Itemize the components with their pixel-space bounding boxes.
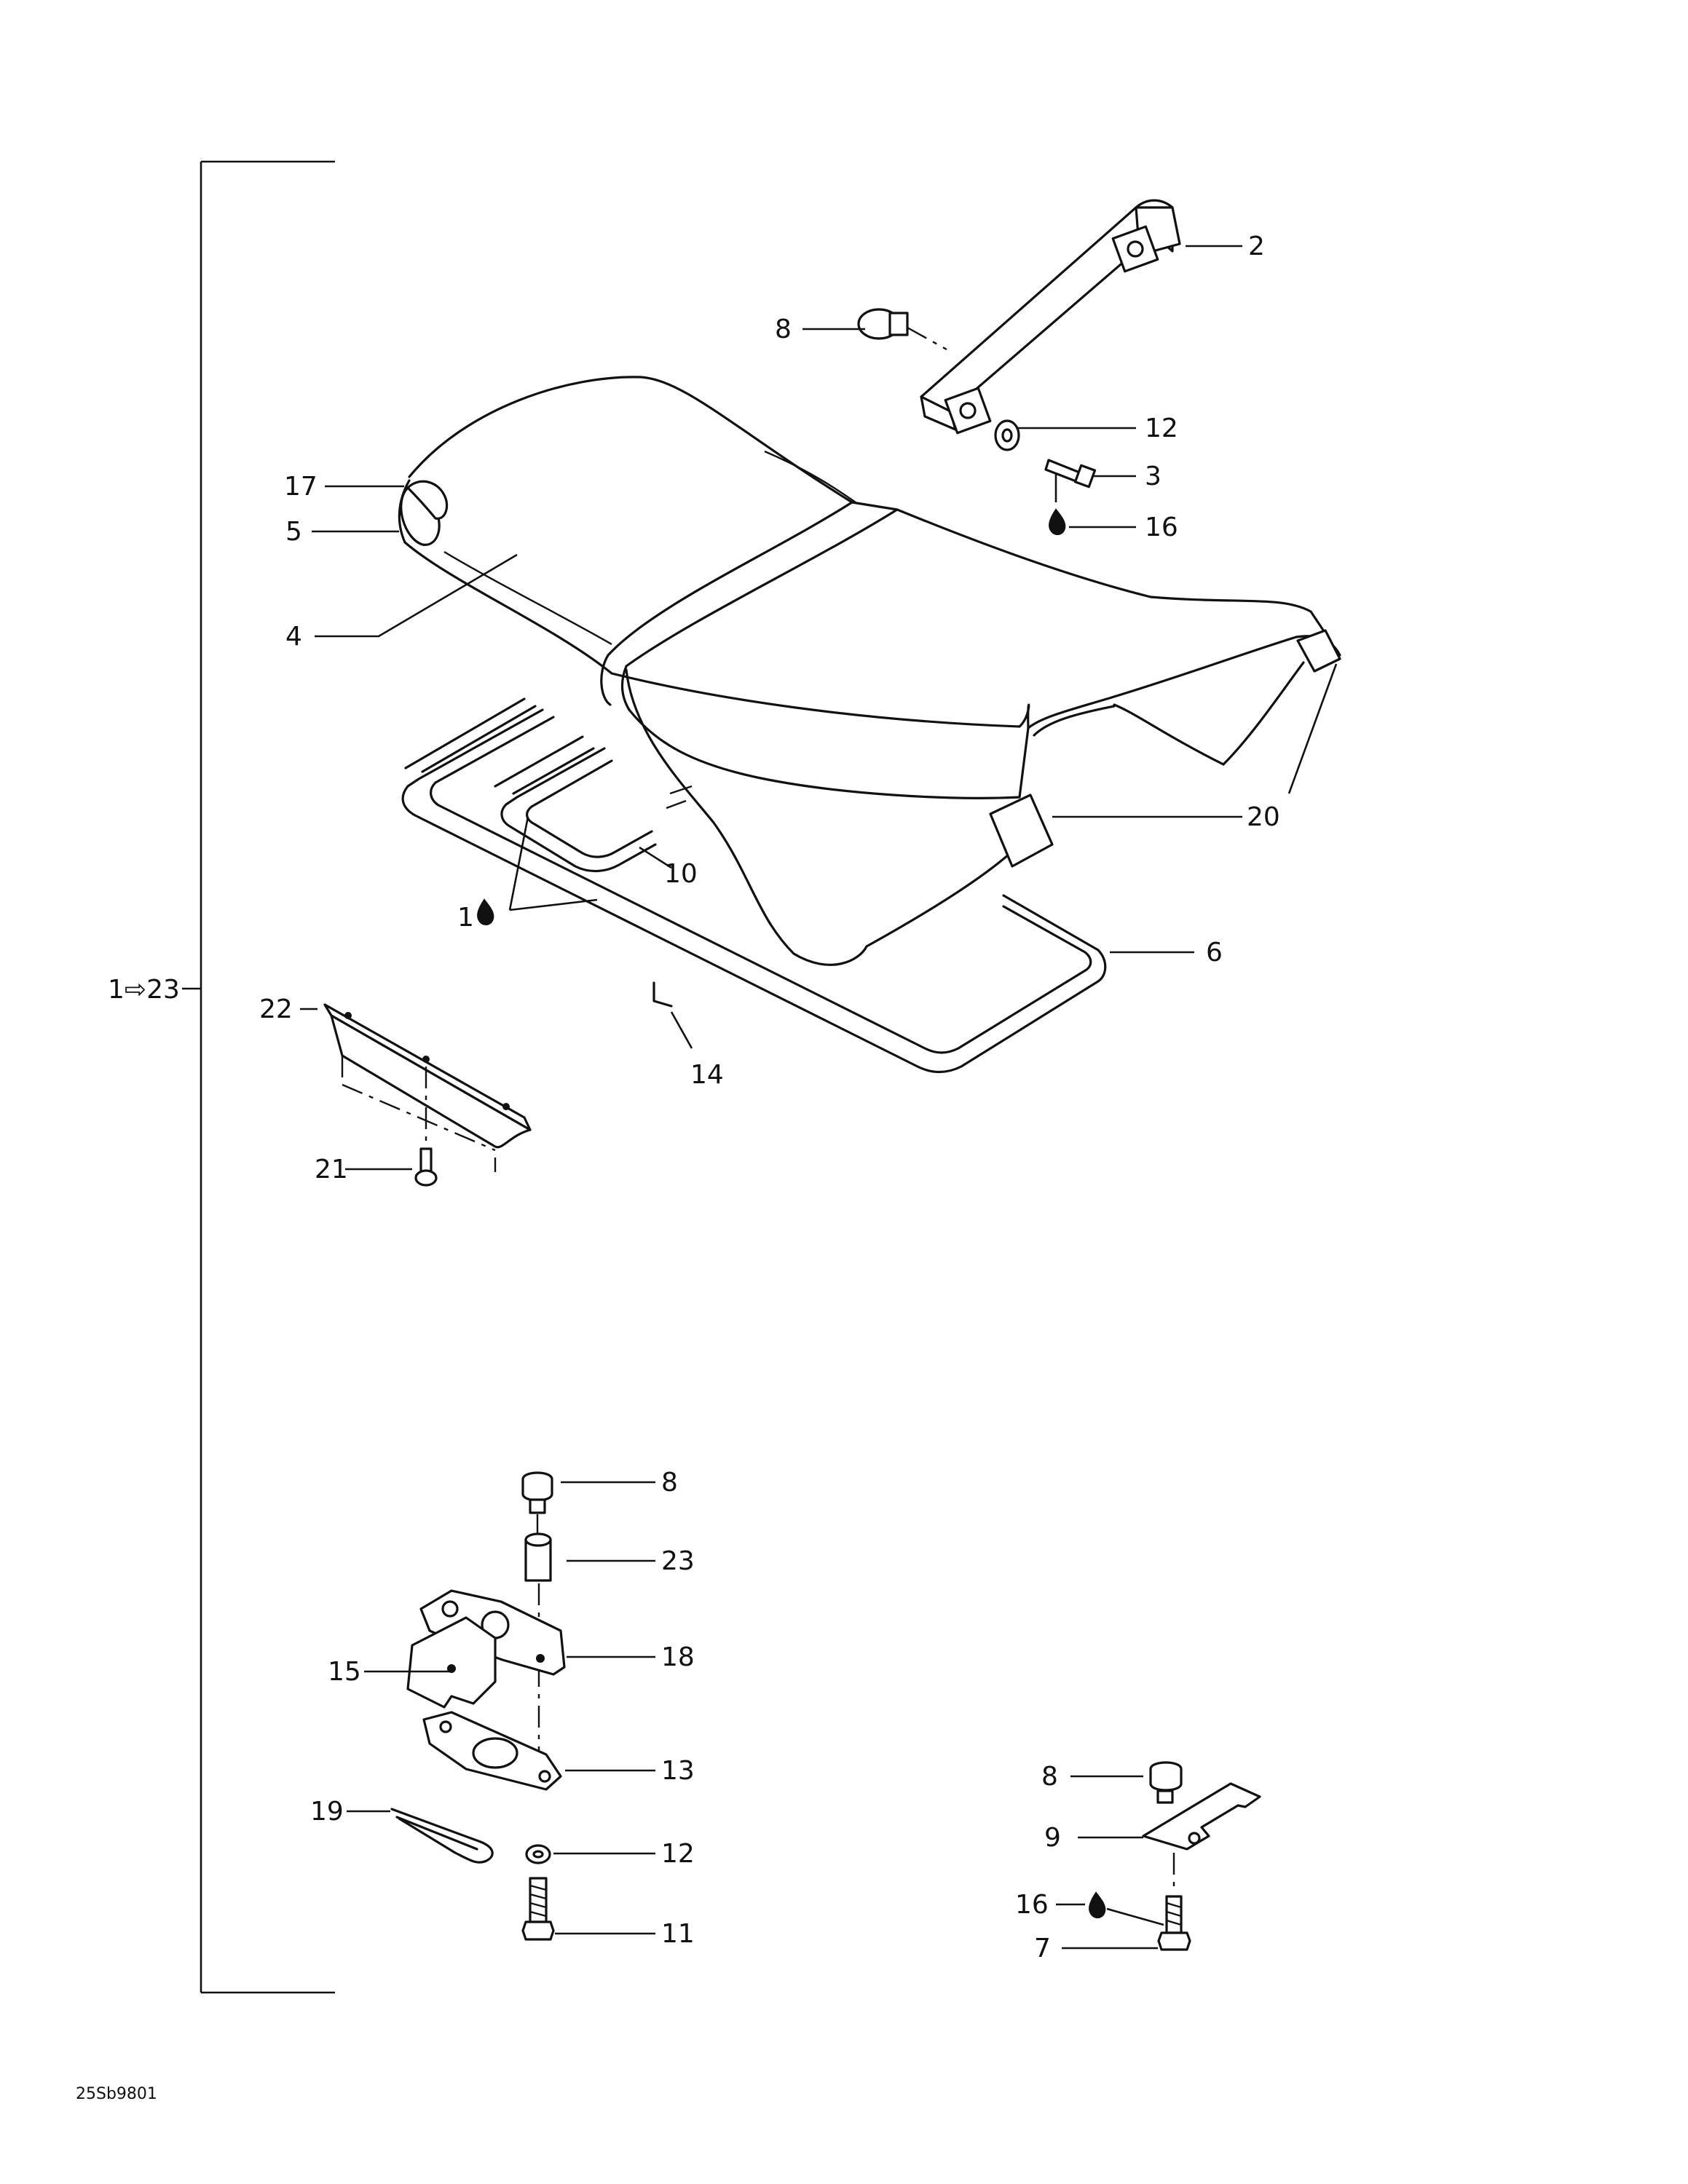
strap <box>400 480 449 546</box>
callout-4: 4 <box>285 622 302 652</box>
drop-icon-16-top <box>1049 508 1066 535</box>
drop-icon-16-right <box>1089 1891 1106 1918</box>
callout-6: 6 <box>1206 938 1223 968</box>
seat-frame <box>401 697 1107 1074</box>
assembly-bracket <box>182 160 335 1994</box>
callout-9: 9 <box>1044 1823 1061 1853</box>
seat <box>398 376 1341 966</box>
screw-top <box>1044 459 1097 502</box>
callout-15: 15 <box>328 1657 361 1687</box>
callout-22: 22 <box>259 994 293 1024</box>
callout-23: 23 <box>661 1546 695 1576</box>
callout-11: 11 <box>661 1919 695 1949</box>
washer-top <box>994 419 1020 451</box>
callout-16-right: 16 <box>1015 1890 1049 1920</box>
callout-3: 3 <box>1145 462 1162 491</box>
callout-17: 17 <box>284 472 318 502</box>
callout-19: 19 <box>310 1797 344 1827</box>
callout-16-top: 16 <box>1145 513 1178 542</box>
drop-icon-1 <box>477 898 494 925</box>
callout-1: 1 <box>457 903 474 933</box>
callout-10: 10 <box>664 859 698 889</box>
clip <box>652 981 673 1008</box>
leader-lines <box>300 245 1338 1950</box>
callout-18: 18 <box>661 1642 695 1672</box>
callout-13: 13 <box>661 1756 695 1786</box>
callout-5: 5 <box>285 517 302 547</box>
callout-12-top: 12 <box>1145 414 1178 443</box>
callout-7: 7 <box>1034 1934 1051 1963</box>
bracket-range-label: 1⇨23 <box>108 975 180 1005</box>
knob-top <box>857 308 947 351</box>
callout-8-top: 8 <box>775 314 792 344</box>
mounting-rail <box>323 1003 532 1172</box>
diagram-code: 25Sb9801 <box>76 2085 157 2103</box>
callout-14: 14 <box>690 1060 724 1090</box>
callout-12-lower: 12 <box>661 1839 695 1869</box>
screw-21 <box>414 1147 438 1187</box>
small-bracket <box>1142 1761 1261 1951</box>
callout-2: 2 <box>1248 232 1265 261</box>
callout-21: 21 <box>315 1155 348 1184</box>
callout-20: 20 <box>1247 802 1280 832</box>
callout-8-right: 8 <box>1041 1762 1058 1792</box>
callout-8-lower: 8 <box>661 1468 678 1497</box>
rear-bumpers <box>989 629 1341 868</box>
latch-assembly <box>390 1471 566 1941</box>
handle <box>920 199 1181 435</box>
